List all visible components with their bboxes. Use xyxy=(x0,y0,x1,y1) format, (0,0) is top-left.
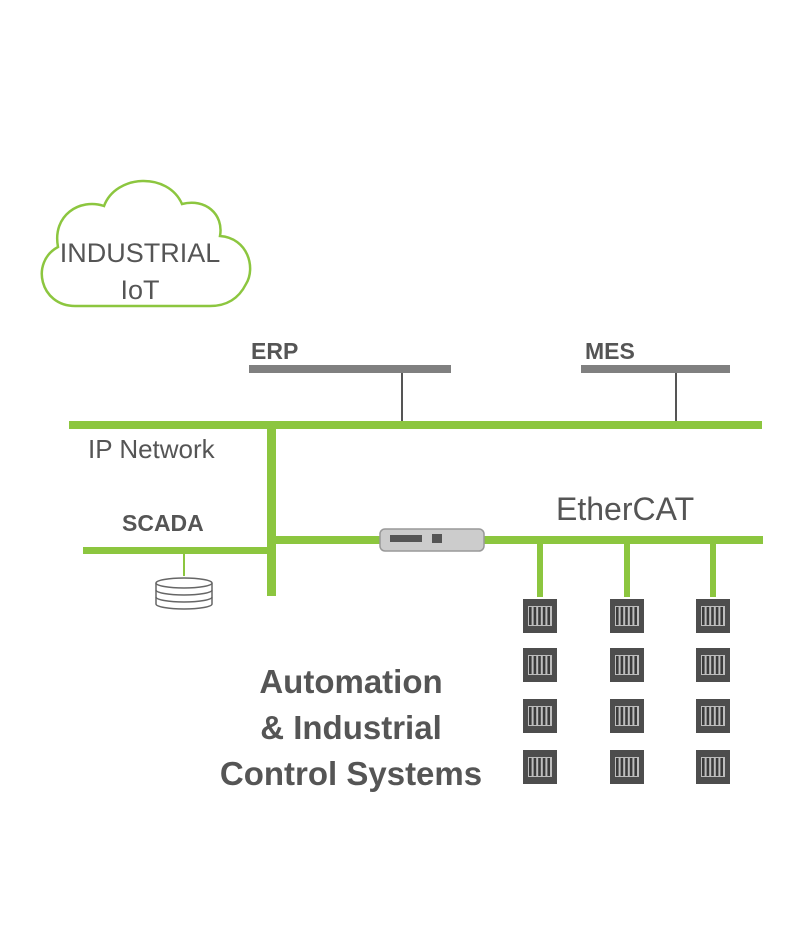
io-module-icon xyxy=(523,648,557,682)
io-module-icon xyxy=(696,699,730,733)
io-module-icon xyxy=(696,750,730,784)
io-module-icon xyxy=(523,750,557,784)
ip-network-bus xyxy=(69,421,762,429)
io-drop-2 xyxy=(624,540,630,597)
cloud-icon xyxy=(40,179,252,308)
vertical-trunk xyxy=(267,425,276,596)
io-module-icon xyxy=(696,648,730,682)
io-module-icon xyxy=(696,599,730,633)
io-module-icon xyxy=(610,750,644,784)
io-drop-1 xyxy=(537,540,543,597)
io-module-icon xyxy=(523,599,557,633)
cloud-label-line2: IoT xyxy=(120,275,159,305)
caption-line2: & Industrial xyxy=(260,709,442,746)
io-module-icon xyxy=(610,699,644,733)
database-icon xyxy=(155,577,213,610)
io-drop-3 xyxy=(710,540,716,597)
scada-bus xyxy=(83,547,273,554)
caption-line3: Control Systems xyxy=(220,755,482,792)
cloud-label-line1: INDUSTRIAL xyxy=(60,238,221,268)
io-module-icon xyxy=(523,699,557,733)
scada-label: SCADA xyxy=(122,510,204,536)
ip-network-label: IP Network xyxy=(88,434,216,464)
erp-bar xyxy=(249,365,451,373)
io-module-icon xyxy=(610,599,644,633)
caption-line1: Automation xyxy=(259,663,442,700)
ethercat-label: EtherCAT xyxy=(556,491,694,527)
erp-label: ERP xyxy=(251,338,298,364)
io-module-icon xyxy=(610,648,644,682)
io-module-grid xyxy=(523,599,730,784)
ethercat-bus xyxy=(275,536,763,544)
gateway-icon xyxy=(379,528,485,552)
mes-bar xyxy=(581,365,730,373)
mes-label: MES xyxy=(585,338,635,364)
